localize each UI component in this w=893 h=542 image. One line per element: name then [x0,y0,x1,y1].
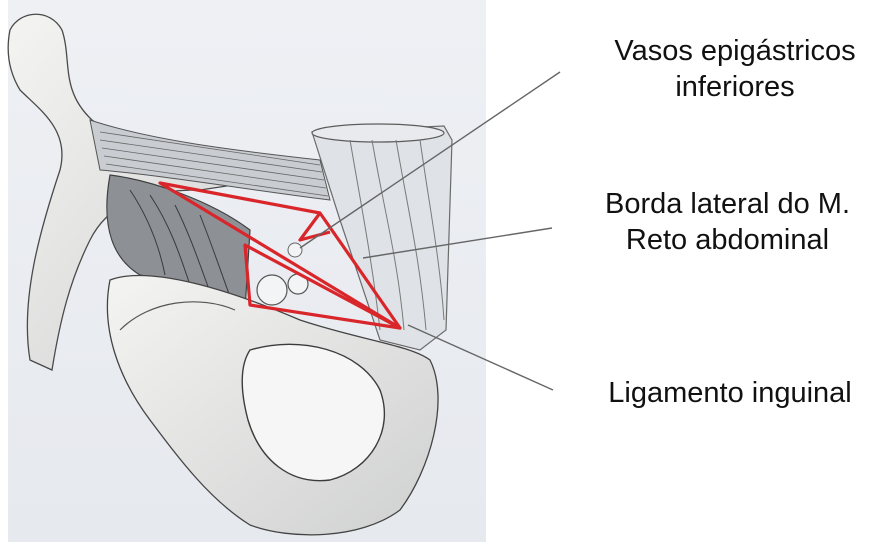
label-vasos-line1: Vasos epigástricos [585,33,885,69]
femoral-vessel-circle [257,275,287,305]
label-borda-line1: Borda lateral do M. [565,186,890,222]
label-borda-lateral: Borda lateral do M. Reto abdominal [565,186,890,258]
label-ligamento-line1: Ligamento inguinal [570,375,890,411]
label-ligamento-inguinal: Ligamento inguinal [570,375,890,411]
pubic-tubercle-sketch [312,124,444,142]
label-borda-line2: Reto abdominal [565,222,890,258]
epigastric-vessels-circle [288,243,302,257]
label-vasos-line2: inferiores [585,69,885,105]
label-vasos-epigastricos: Vasos epigástricos inferiores [585,33,885,105]
